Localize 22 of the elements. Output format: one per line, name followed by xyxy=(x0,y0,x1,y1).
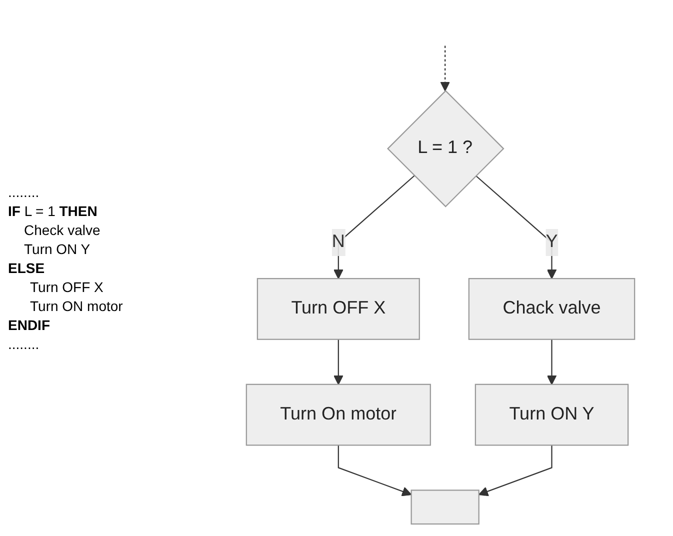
arrow xyxy=(333,339,344,385)
arrow xyxy=(478,445,552,496)
pseudocode-line: Turn OFF X xyxy=(29,278,104,296)
edge-label: N xyxy=(332,229,345,256)
pseudocode-line: Turn ON Y xyxy=(23,240,92,258)
process-box xyxy=(410,490,480,525)
pseudocode-line: Turn ON motor xyxy=(29,296,124,316)
arrow xyxy=(546,339,557,385)
pseudocode-line: Check valve xyxy=(23,220,102,240)
process-box: Chack valve xyxy=(468,278,636,340)
pseudocode-line: ........ xyxy=(8,334,40,354)
edge-label: Y xyxy=(546,229,558,256)
arrow xyxy=(338,445,412,496)
pseudocode-line: ENDIF xyxy=(8,316,51,334)
pseudocode-line: ........ xyxy=(8,182,40,202)
arrow xyxy=(440,46,450,92)
process-box: Turn OFF X xyxy=(256,278,420,340)
process-box: Turn On motor xyxy=(246,384,431,446)
pseudocode-line: IF L = 1 THEN xyxy=(8,202,98,220)
process-box: Turn ON Y xyxy=(474,384,629,446)
pseudocode-line: ELSE xyxy=(8,258,46,278)
decision-diamond: L = 1 ? xyxy=(387,90,504,208)
